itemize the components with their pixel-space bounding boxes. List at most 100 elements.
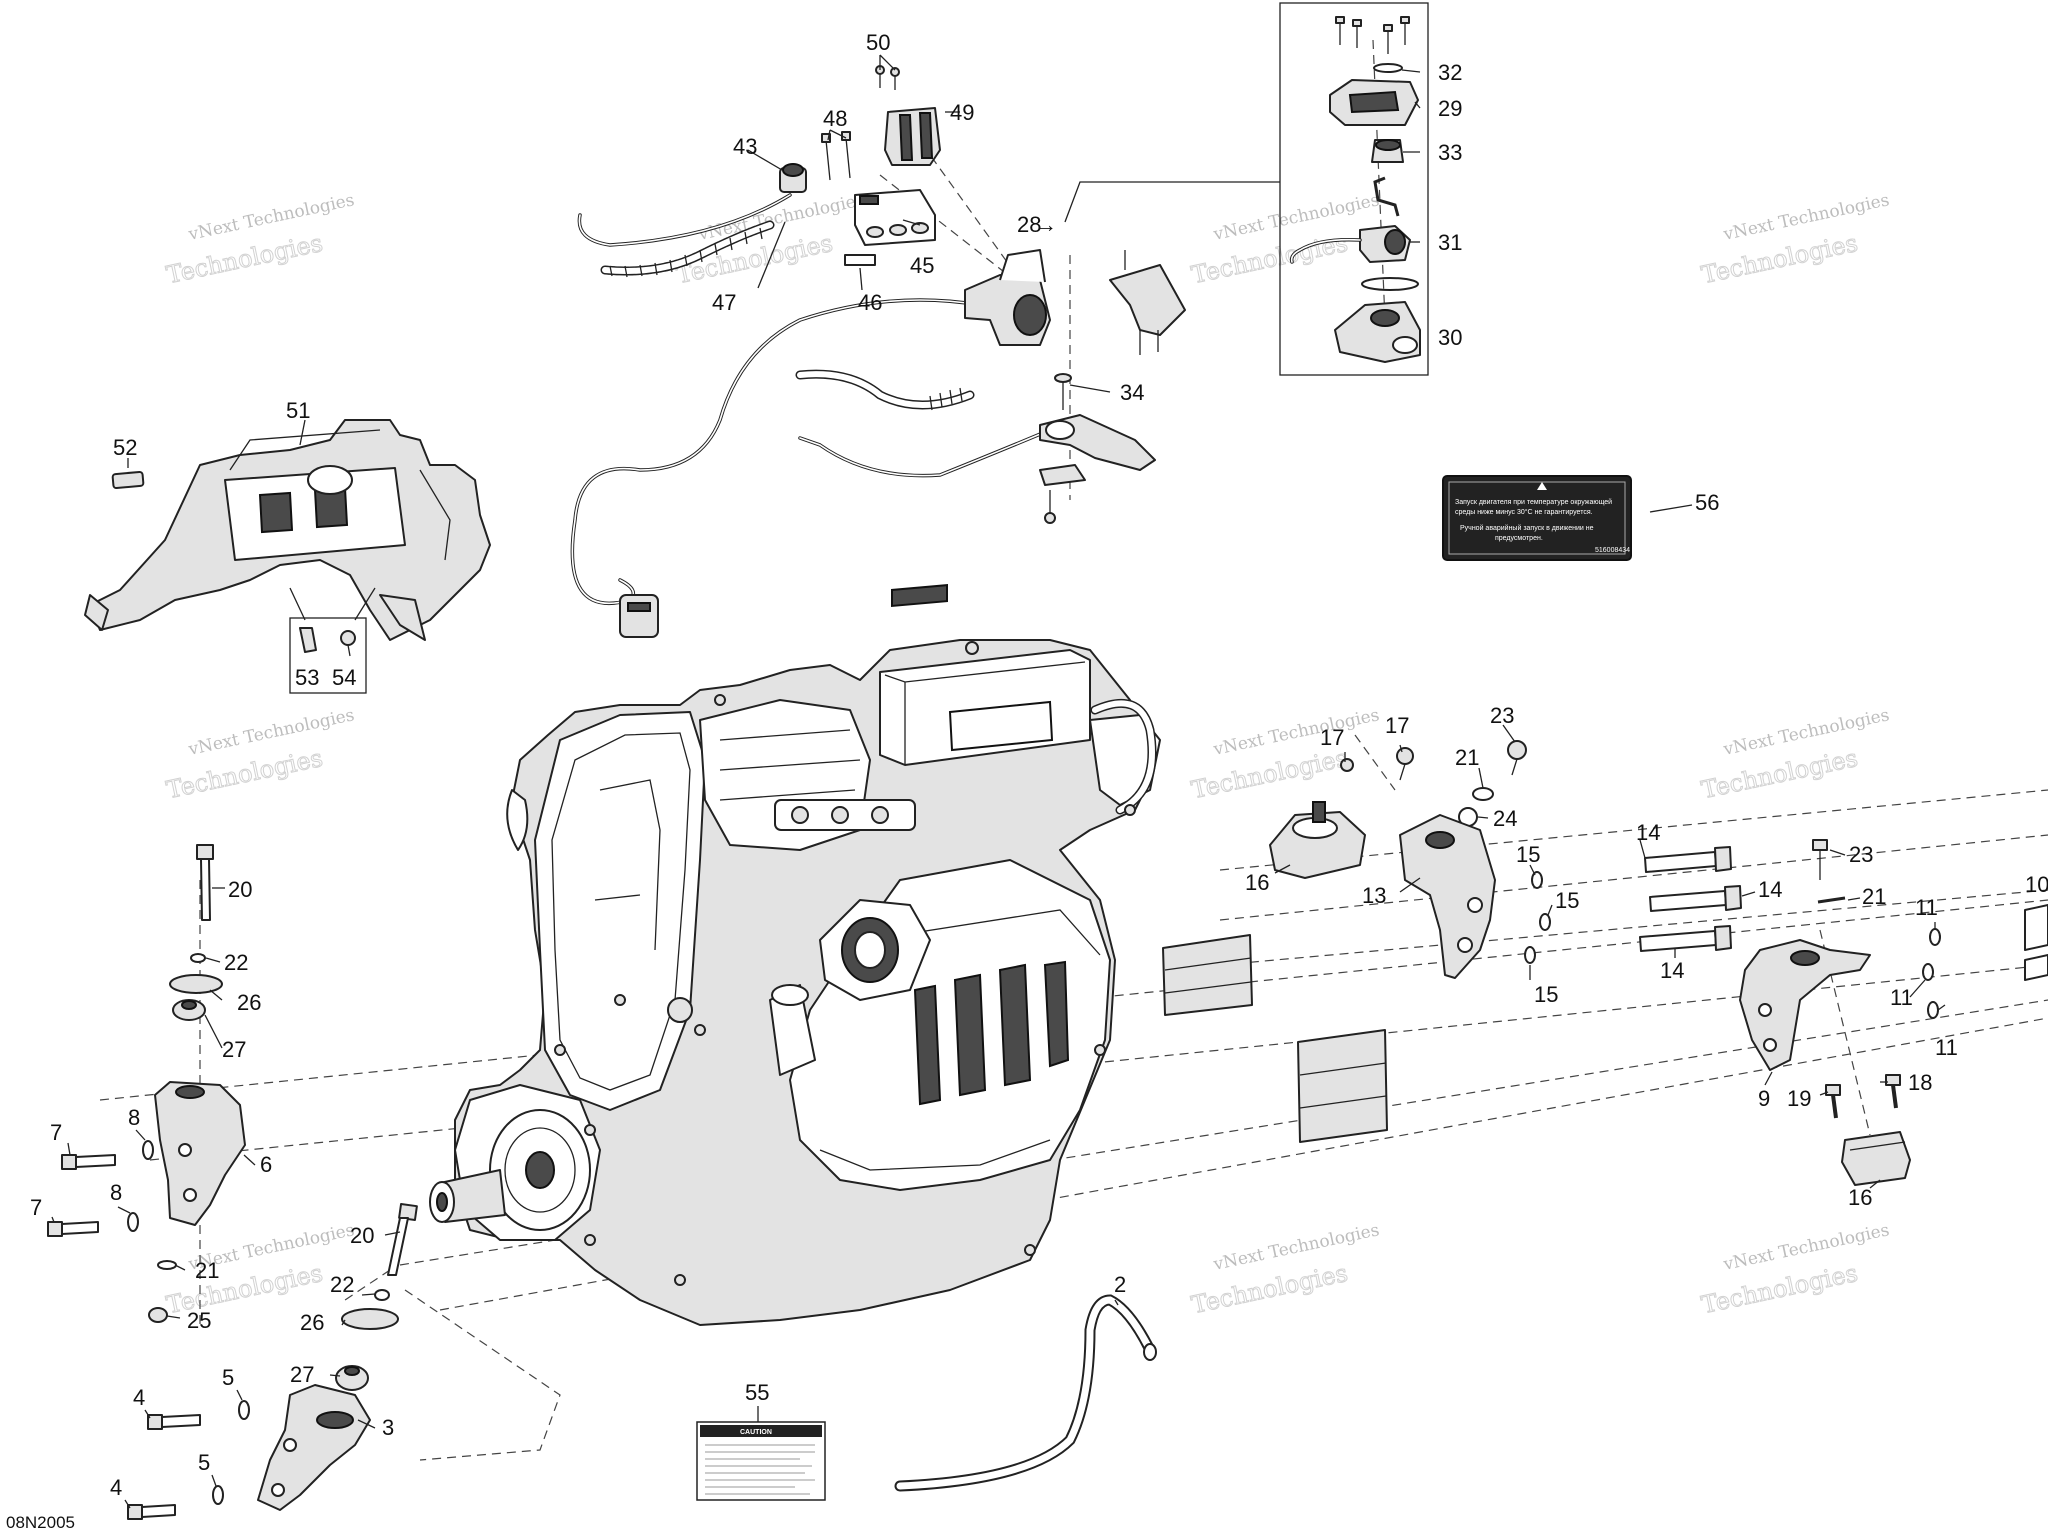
callout-label: 4 xyxy=(110,1475,122,1500)
callout-label: 29 xyxy=(1438,96,1462,121)
part-16-lower-mount xyxy=(1841,1131,1911,1186)
svg-text:Ручной аварийный запуск в движ: Ручной аварийный запуск в движении не xyxy=(1460,524,1594,532)
part-22-washer xyxy=(374,1289,390,1301)
callout-label: 56 xyxy=(1695,490,1719,515)
part-28-throttle-body xyxy=(964,249,1051,346)
callout-label: 11 xyxy=(1935,1035,1958,1060)
part-4-bolts xyxy=(127,1414,201,1520)
callout-label: 31 xyxy=(1438,230,1462,255)
callout-label: 45 xyxy=(910,253,934,278)
callout-label: → xyxy=(1035,212,1057,237)
svg-text:vNext Technologies: vNext Technologies xyxy=(1211,705,1381,760)
callout-label: 15 xyxy=(1534,982,1558,1007)
callout-label: 32 xyxy=(1438,60,1462,85)
callout-label: 48 xyxy=(823,106,847,131)
callout-label: 7 xyxy=(30,1195,42,1220)
part-10-partial xyxy=(2024,904,2048,981)
watermark: vNext Technologies Technologies xyxy=(1698,1220,1891,1320)
callout-label: 22 xyxy=(224,950,248,975)
watermark: vNext Technologies Technologies xyxy=(1188,1220,1381,1320)
callout-label: 20 xyxy=(228,877,252,902)
part-46-gasket xyxy=(844,254,876,266)
callout-label: 43 xyxy=(733,134,757,159)
callout-label: 34 xyxy=(1120,380,1144,405)
watermark: vNext Technologies Technologies xyxy=(163,190,356,290)
callout-label: 10 xyxy=(2025,872,2048,897)
throttle-hose xyxy=(795,369,975,411)
callout-label: 51 xyxy=(286,398,310,423)
callout-label: 13 xyxy=(1362,883,1386,908)
rubber-block xyxy=(1162,934,1253,1016)
svg-text:Technologies: Technologies xyxy=(1189,1259,1350,1319)
callout-label: 6 xyxy=(260,1152,272,1177)
svg-text:Запуск двигателя при температу: Запуск двигателя при температуре окружаю… xyxy=(1455,498,1612,506)
watermark: vNext Technologies Technologies xyxy=(1188,705,1381,805)
svg-text:Technologies: Technologies xyxy=(1699,744,1860,804)
callout-label: 14 xyxy=(1660,958,1684,983)
engine-block xyxy=(429,584,1161,1326)
part-2-hose xyxy=(894,1294,1157,1492)
part-8-washer xyxy=(127,1212,139,1232)
part-54-bolt xyxy=(340,630,356,657)
callout-label: 15 xyxy=(1555,888,1579,913)
callout-label: 15 xyxy=(1516,842,1540,867)
callout-label: 28 xyxy=(1017,212,1041,237)
callout-label: 30 xyxy=(1438,325,1462,350)
callout-label: 27 xyxy=(290,1362,314,1387)
callout-label: 11 xyxy=(1915,895,1938,920)
svg-text:vNext Technologies: vNext Technologies xyxy=(1211,190,1381,245)
callout-label: 21 xyxy=(195,1258,219,1283)
exploded-view-parts xyxy=(1289,16,1421,363)
svg-text:vNext Technologies: vNext Technologies xyxy=(1721,705,1891,760)
hose-47 xyxy=(600,220,775,278)
wiring-harness xyxy=(570,193,1052,606)
callout-label: 18 xyxy=(1908,1070,1932,1095)
decal-55: CAUTION xyxy=(696,1421,826,1501)
part-21-washer xyxy=(157,1260,177,1270)
part-52-clip xyxy=(111,470,145,490)
part-17-bolts xyxy=(1340,747,1414,781)
callout-label: 14 xyxy=(1758,877,1782,902)
svg-text:Technologies: Technologies xyxy=(1699,1259,1860,1319)
part-13-bracket xyxy=(1399,814,1496,979)
callout-label: 52 xyxy=(113,435,137,460)
parts-53-54-box xyxy=(289,617,367,694)
callout-label: 14 xyxy=(1636,820,1660,845)
callout-label: 2 xyxy=(1114,1272,1126,1297)
callout-label: 21 xyxy=(1455,745,1479,770)
figure-code: 08N2005 xyxy=(6,1513,75,1532)
svg-text:Technologies: Technologies xyxy=(1699,229,1860,289)
part-51-intake-bracket xyxy=(84,419,491,641)
svg-text:vNext Technologies: vNext Technologies xyxy=(186,705,356,760)
svg-text:516008434: 516008434 xyxy=(1595,547,1630,554)
callout-label: 5 xyxy=(198,1450,210,1475)
callout-label: 27 xyxy=(222,1037,246,1062)
rubber-block xyxy=(1297,1029,1388,1143)
callout-labels: 50 49 48 43 45 46 47 28 → 32 29 33 31 30… xyxy=(30,30,2048,1500)
callout-label: 22 xyxy=(330,1272,354,1297)
part-43-connector xyxy=(779,163,807,193)
part-14-bolts xyxy=(1639,846,1742,952)
callout-label: 54 xyxy=(332,665,356,690)
watermark: vNext Technologies Technologies xyxy=(1698,190,1891,290)
svg-text:Technologies: Technologies xyxy=(1189,229,1350,289)
callout-label: 9 xyxy=(1758,1086,1770,1111)
callout-label: 16 xyxy=(1848,1185,1872,1210)
svg-text:Technologies: Technologies xyxy=(164,229,325,289)
part-26-plate xyxy=(169,974,223,994)
part-16-upper-mount xyxy=(1269,801,1366,879)
part-48-bolts xyxy=(821,131,851,181)
callout-label: 49 xyxy=(950,100,974,125)
callout-label: 8 xyxy=(128,1105,140,1130)
part-27-bushing xyxy=(335,1365,369,1391)
callout-label: 33 xyxy=(1438,140,1462,165)
callout-label: 26 xyxy=(237,990,261,1015)
part-20-lower-bolt xyxy=(387,1202,418,1276)
callout-label: 17 xyxy=(1320,725,1344,750)
part-45-coil-housing xyxy=(854,189,936,246)
part-5-washer xyxy=(238,1400,250,1420)
callout-label: 19 xyxy=(1787,1086,1811,1111)
part-22-washer xyxy=(190,953,206,963)
callout-label: 55 xyxy=(745,1380,769,1405)
leader-lines xyxy=(51,54,1946,1509)
